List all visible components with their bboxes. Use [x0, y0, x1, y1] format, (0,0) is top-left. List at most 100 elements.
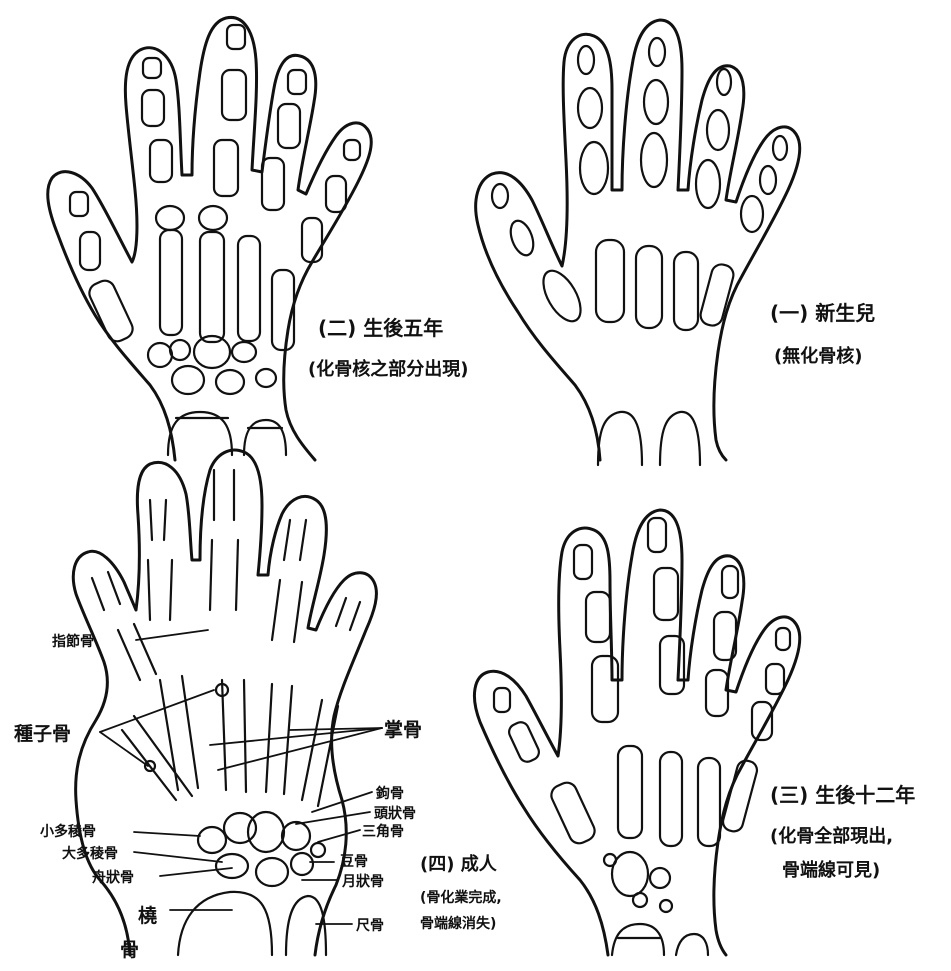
label-trapezium: 大多稜骨: [62, 845, 118, 862]
bone: [760, 166, 776, 194]
bone: [592, 656, 618, 722]
bone: [766, 664, 784, 694]
bone: [143, 58, 161, 78]
leader-line: [136, 630, 208, 640]
bone: [698, 758, 720, 846]
label-scaphoid: 舟狀骨: [92, 869, 134, 886]
bone: [70, 192, 88, 216]
ulna: [676, 934, 708, 955]
epiphysis: [199, 206, 227, 230]
bone: [227, 25, 245, 49]
label-triquetral: 三角骨: [362, 823, 404, 840]
hand-age-12: [474, 510, 799, 955]
bone: [707, 110, 729, 150]
bone: [636, 246, 662, 328]
note-age5: (化骨核之部分出現): [308, 358, 468, 380]
caption-age12: (三) 生後十二年: [770, 783, 915, 807]
caption-age5: (二) 生後五年: [318, 316, 443, 340]
bone: [222, 70, 246, 120]
label-sesamoid: 種子骨: [14, 723, 71, 745]
leader-line: [318, 830, 360, 842]
bone: [776, 628, 790, 650]
carpal-bone: [248, 812, 284, 852]
bone: [586, 592, 610, 642]
carpal-nucleus: [172, 366, 204, 394]
note-newborn: (無化骨核): [774, 345, 862, 367]
label-lunate: 月狀骨: [341, 873, 384, 890]
ulna: [244, 420, 286, 455]
ulna: [660, 412, 700, 465]
bone: [706, 670, 728, 716]
bone: [278, 104, 300, 148]
carpal-bone: [633, 893, 647, 907]
bone: [238, 236, 260, 341]
label-ulna: 尺骨: [356, 917, 384, 934]
bone: [752, 702, 772, 740]
note-age12-1: (化骨全部現出,: [770, 825, 893, 847]
leader-line: [296, 812, 370, 824]
bone: [494, 688, 510, 712]
caption-newborn: (一) 新生兒: [770, 301, 875, 325]
carpal-bone: [224, 813, 256, 843]
metacarpals: [122, 676, 338, 806]
carpal-bone: [311, 843, 325, 857]
bone: [674, 252, 698, 330]
leader-line: [100, 690, 214, 732]
bone: [160, 230, 182, 335]
note-adult-2: 骨端線消失): [420, 915, 496, 932]
bone: [717, 69, 731, 95]
bone: [596, 240, 624, 322]
bone: [506, 720, 541, 765]
bone: [506, 218, 537, 259]
label-radius-bottom: 骨: [120, 939, 139, 961]
carpal-nucleus: [170, 340, 190, 360]
bone: [262, 158, 284, 210]
carpal-nucleus: [148, 343, 172, 367]
hand-newborn: [476, 20, 800, 465]
bone: [773, 136, 787, 160]
epiphysis: [156, 206, 184, 230]
note-age12-2: 骨端線可見): [782, 859, 880, 881]
radius: [598, 412, 642, 465]
carpal-nucleus: [256, 369, 276, 387]
bone: [618, 746, 642, 838]
bone: [696, 160, 720, 208]
carpal-bone: [291, 853, 313, 875]
carpal-bone: [216, 854, 248, 878]
bone: [200, 232, 224, 342]
carpal-bone: [650, 868, 670, 888]
bone: [648, 518, 666, 552]
carpal-nucleus: [216, 370, 244, 394]
carpal-nucleus: [194, 336, 230, 368]
carpal-bone: [660, 900, 672, 912]
label-hamate: 鉤骨: [375, 785, 404, 802]
label-radius-top: 橈: [138, 904, 157, 927]
bone: [548, 779, 598, 846]
label-trapezoid: 小多稜骨: [40, 823, 96, 840]
carpal-nucleus: [232, 342, 256, 362]
bone: [641, 133, 667, 187]
label-phalanges: 指節骨: [52, 633, 94, 650]
bone: [80, 232, 100, 270]
bone: [574, 545, 592, 579]
bone: [578, 88, 602, 128]
bone: [344, 140, 360, 160]
label-pisiform: 豆骨: [340, 853, 368, 870]
hand-newborn-outline: [476, 20, 800, 460]
bone: [722, 566, 738, 598]
carpal-bone: [604, 854, 616, 866]
radius: [178, 892, 272, 955]
carpal-bone: [256, 858, 288, 886]
bone: [142, 90, 164, 126]
bone: [644, 80, 668, 124]
carpal-bone: [612, 852, 648, 896]
bone: [492, 184, 508, 208]
bone: [578, 46, 594, 74]
bone: [536, 265, 588, 327]
bone: [580, 142, 608, 194]
bone: [288, 70, 306, 94]
bone: [302, 218, 322, 262]
leader-line: [100, 732, 148, 766]
